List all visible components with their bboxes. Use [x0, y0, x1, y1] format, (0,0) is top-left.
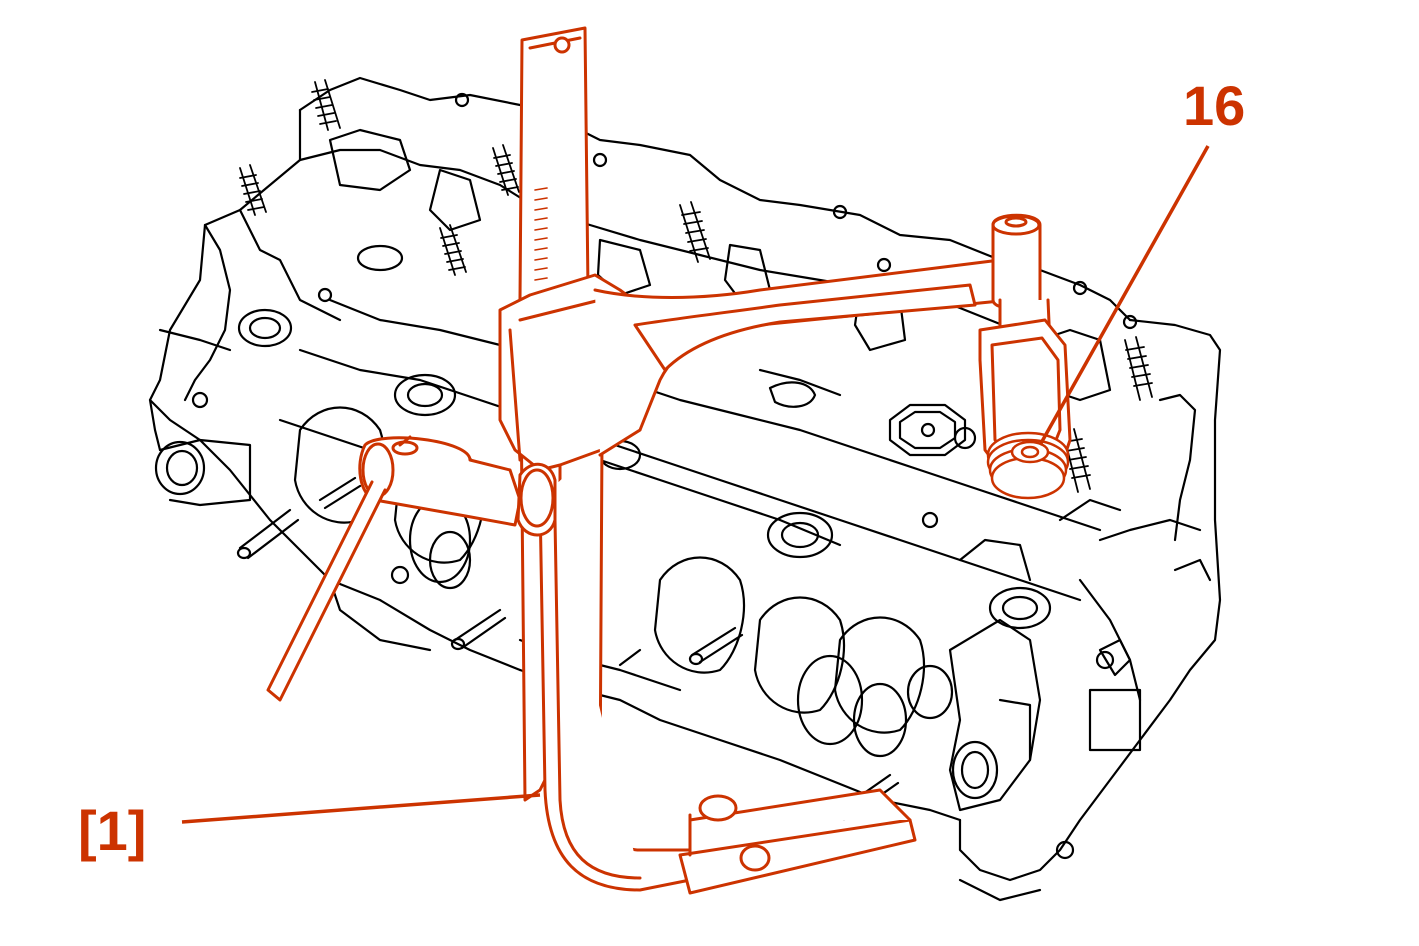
left-end-boss: [158, 438, 252, 507]
deck-bosses: [237, 244, 1052, 720]
tool-lever-rod: [266, 480, 387, 702]
port-bump-2: [653, 556, 746, 674]
valve-spring-retainer: [986, 431, 1070, 500]
valve-spring-compressor-tool: [266, 26, 1072, 895]
callout-16-label: 16: [1183, 74, 1245, 137]
callouts: 16 [1]: [78, 74, 1245, 862]
threaded-studs: [239, 79, 1153, 493]
leader-line-1: [181, 793, 541, 824]
hex-nut: [888, 403, 967, 457]
callout-1-label: [1]: [78, 799, 146, 862]
head-left-end: [148, 108, 522, 672]
leader-line-16: [1038, 145, 1210, 446]
head-right-end: [958, 318, 1222, 882]
head-top-deck: [328, 298, 1102, 532]
tool-base-plate: [678, 818, 917, 895]
